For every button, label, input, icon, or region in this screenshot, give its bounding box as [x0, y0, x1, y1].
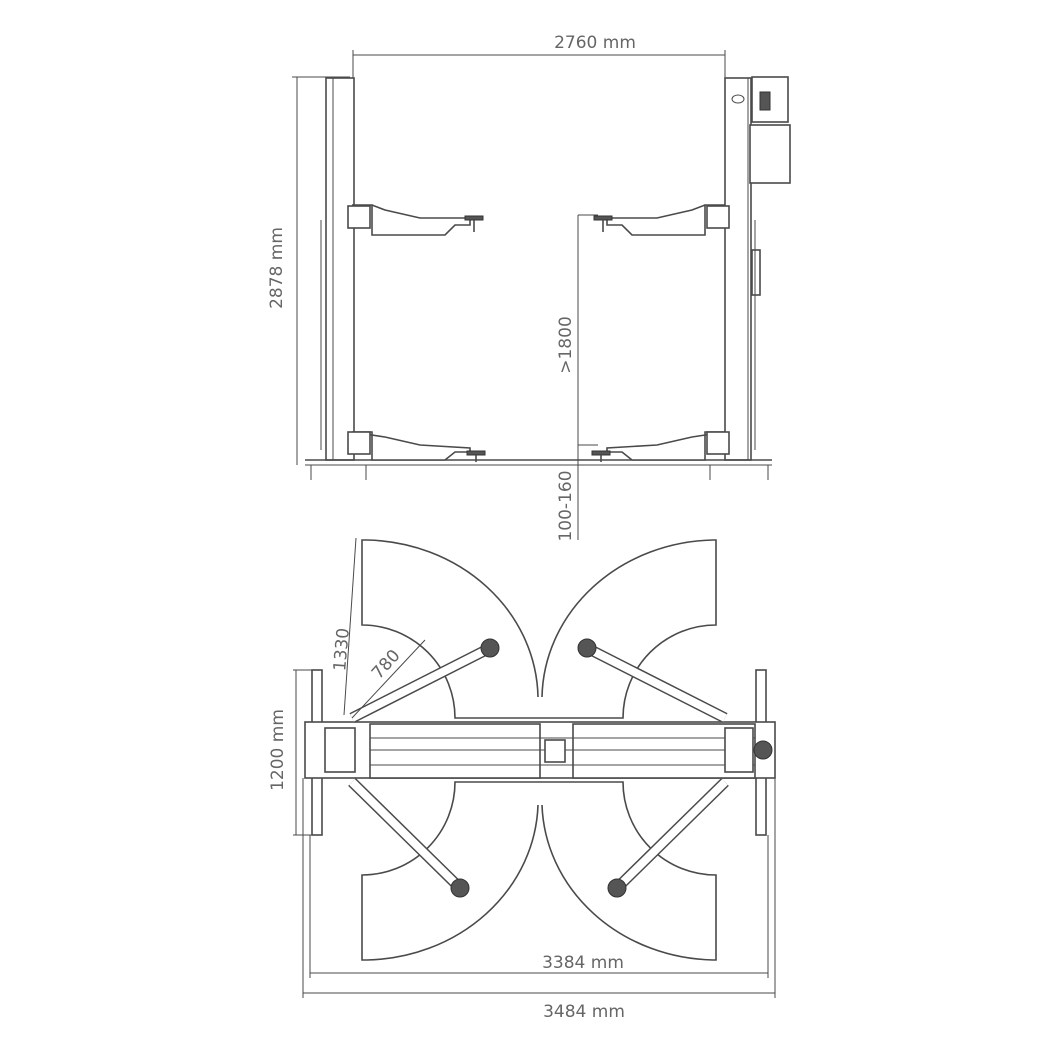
right-post [724, 77, 752, 461]
lift-pad-icon [450, 878, 470, 898]
upper-left-arm [347, 204, 484, 236]
motor-icon [731, 76, 791, 184]
outer-width-label: 3484 mm [543, 1002, 625, 1022]
arm-short-dimension-line [351, 639, 426, 719]
left-ramp-plate [369, 723, 541, 779]
arms [348, 638, 729, 898]
lift-pad-icon [480, 638, 500, 658]
clearance-label: >1800 [556, 316, 576, 374]
arm-long-label: 1330 [330, 627, 354, 672]
top-view: 1330 780 1200 mm 3384 mm 3484 mm [268, 537, 776, 1022]
swing-area-top-left [361, 539, 717, 719]
control-box [751, 249, 761, 296]
right-post-top [724, 727, 754, 773]
inner-width-label: 3384 mm [542, 953, 624, 973]
arm-short-label: 780 [368, 646, 405, 684]
lower-right-arm [591, 431, 730, 462]
height-label: 2878 mm [267, 227, 287, 309]
motor-top-icon [753, 740, 773, 760]
lift-pad-icon [577, 638, 597, 658]
pad-height-label: 100-160 [556, 470, 576, 541]
upper-right-arm [593, 204, 730, 236]
depth-label: 1200 mm [268, 709, 288, 791]
lower-left-arm [347, 431, 486, 462]
width-label: 2760 mm [554, 33, 636, 53]
center-coupling [544, 739, 566, 763]
lift-pad-icon [607, 878, 627, 898]
swing-area-bottom [361, 781, 717, 961]
front-view: 2760 mm 2878 mm [267, 33, 791, 542]
left-post-top [324, 727, 356, 773]
left-post [325, 77, 355, 461]
arm-long-dimension-line [343, 537, 357, 716]
